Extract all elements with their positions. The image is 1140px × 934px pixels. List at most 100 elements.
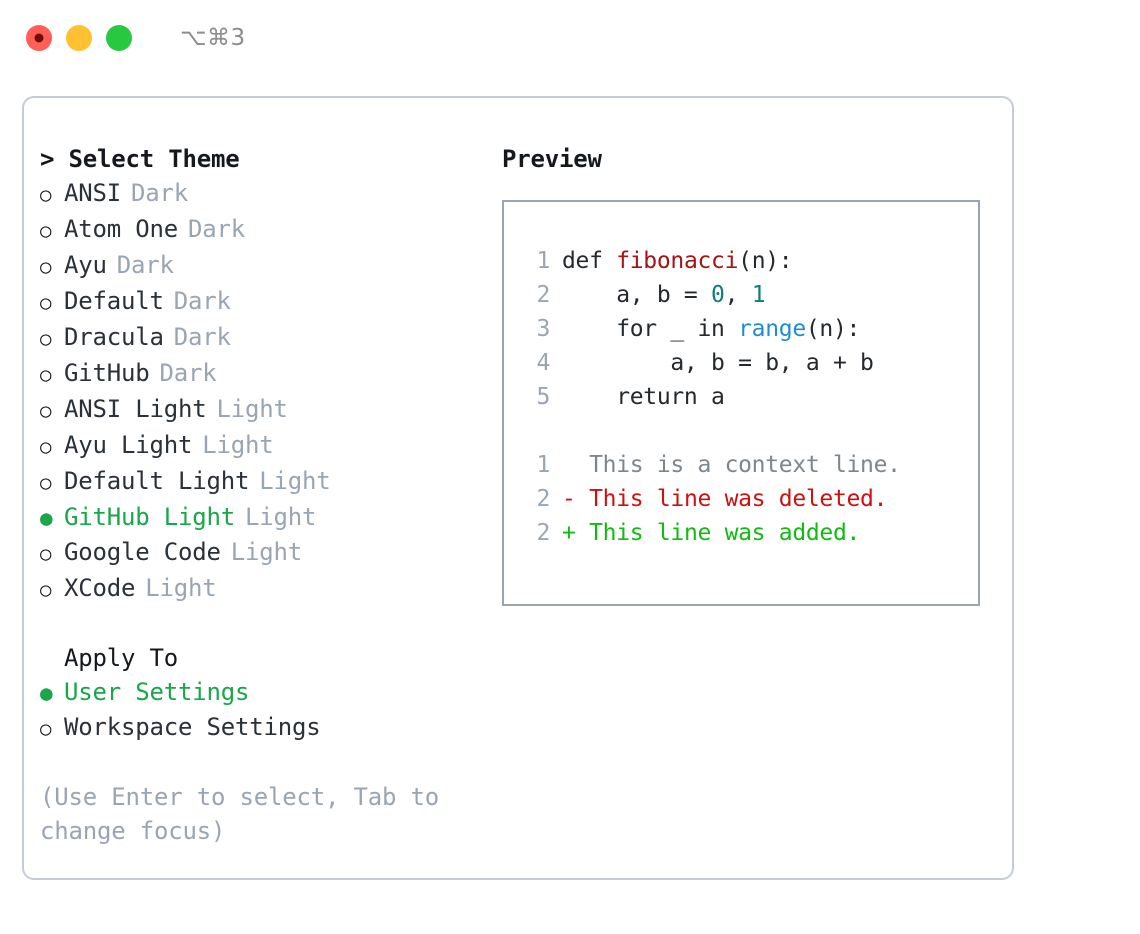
code-token: def xyxy=(562,248,617,274)
theme-variant-badge: Dark xyxy=(188,215,245,243)
theme-variant-badge: Dark xyxy=(159,359,217,387)
code-line: 1 def fibonacci(n): xyxy=(522,244,978,278)
diff-line-number: 1 xyxy=(536,452,550,478)
maximize-window-button[interactable] xyxy=(106,25,132,51)
theme-name-label: Atom One xyxy=(64,215,178,243)
titlebar: ⌥⌘3 xyxy=(0,0,1140,76)
radio-unselected-icon: ○ xyxy=(40,472,52,494)
theme-name-label: Default xyxy=(64,287,164,315)
radio-unselected-icon: ○ xyxy=(40,220,52,242)
radio-unselected-icon: ○ xyxy=(40,256,52,278)
radio-unselected-icon: ○ xyxy=(40,436,52,458)
code-token: a, b = xyxy=(562,282,712,308)
diff-line: 1 This is a context line. xyxy=(522,448,978,482)
theme-variant-badge: Dark xyxy=(131,179,188,207)
radio-unselected-icon: ○ xyxy=(40,579,52,601)
code-line: 4 a, b = b, a + b xyxy=(522,346,978,380)
theme-name-label: GitHub Light xyxy=(64,503,235,531)
radio-unselected-icon: ○ xyxy=(40,543,52,565)
code-token: (n): xyxy=(805,316,861,342)
diff-line-text: This line was deleted. xyxy=(589,486,888,512)
minimize-window-button[interactable] xyxy=(66,25,92,51)
theme-list-item[interactable]: ○ Ayu Dark xyxy=(40,248,502,284)
apply-to-label: User Settings xyxy=(64,678,250,706)
theme-variant-badge: Light xyxy=(245,503,317,531)
apply-to-option[interactable]: ○Workspace Settings xyxy=(40,710,502,746)
code-token: 1 xyxy=(751,282,766,308)
theme-list-item[interactable]: ○ Google Code Light xyxy=(40,535,502,571)
radio-unselected-icon: ○ xyxy=(40,292,52,314)
theme-list-item[interactable]: ○ Default Dark xyxy=(40,284,502,320)
keyboard-shortcut-label: ⌥⌘3 xyxy=(180,24,246,51)
code-diff-gap xyxy=(522,414,978,448)
theme-name-label: Ayu xyxy=(64,251,107,279)
radio-selected-icon: ● xyxy=(40,681,53,705)
radio-unselected-icon: ○ xyxy=(40,400,52,422)
theme-list-item[interactable]: ○ Default Light Light xyxy=(40,464,502,500)
radio-unselected-icon: ○ xyxy=(40,184,52,206)
line-number: 2 xyxy=(536,282,550,308)
line-number: 1 xyxy=(536,248,550,274)
diff-sample: 1 This is a context line.2- This line wa… xyxy=(522,448,978,550)
theme-list-item[interactable]: ● GitHub Light Light xyxy=(40,500,502,535)
radio-unselected-icon: ○ xyxy=(40,364,52,386)
diff-line-text: This line was added. xyxy=(589,520,861,546)
code-token: fibonacci xyxy=(616,248,739,274)
apply-to-header: Apply To xyxy=(64,644,178,672)
apply-to-option[interactable]: ● User Settings xyxy=(40,675,502,710)
line-number: 4 xyxy=(536,350,550,376)
apply-to-list[interactable]: ● User Settings ○Workspace Settings xyxy=(40,675,502,746)
diff-marker: + xyxy=(562,520,590,546)
theme-variant-badge: Light xyxy=(145,574,217,602)
select-theme-header: > Select Theme xyxy=(40,145,240,173)
code-line-text: def fibonacci(n): xyxy=(562,244,793,278)
apply-to-label: Workspace Settings xyxy=(64,713,321,741)
diff-marker: - xyxy=(562,486,590,512)
theme-name-label: GitHub xyxy=(64,359,150,387)
line-number: 5 xyxy=(536,384,550,410)
radio-unselected-icon: ○ xyxy=(40,328,52,350)
list-spacer xyxy=(40,607,502,641)
code-line: 5 return a xyxy=(522,380,978,414)
line-number: 3 xyxy=(536,316,550,342)
code-line-text: a, b = 0, 1 xyxy=(562,278,765,312)
theme-name-label: Default Light xyxy=(64,467,250,495)
code-line-text: a, b = b, a + b xyxy=(562,346,874,380)
theme-variant-badge: Light xyxy=(216,395,288,423)
theme-variant-badge: Light xyxy=(230,538,302,566)
theme-variant-badge: Light xyxy=(202,431,274,459)
theme-list-item[interactable]: ○ Ayu Light Light xyxy=(40,428,502,464)
theme-variant-badge: Dark xyxy=(173,323,231,351)
code-line-text: for _ in range(n): xyxy=(562,312,860,346)
theme-name-label: Google Code xyxy=(64,538,221,566)
keyboard-hint: (Use Enter to select, Tab to change focu… xyxy=(40,783,439,845)
radio-selected-icon: ● xyxy=(40,506,53,530)
theme-variant-badge: Light xyxy=(259,467,331,495)
theme-list-item[interactable]: ○ GitHub Dark xyxy=(40,356,502,392)
theme-variant-badge: Dark xyxy=(116,251,174,279)
diff-line-number: 2 xyxy=(536,520,550,546)
close-window-button[interactable] xyxy=(26,25,52,51)
code-line-text: return a xyxy=(562,380,725,414)
diff-line: 2 + This line was added. xyxy=(522,516,978,550)
code-token: 0 xyxy=(711,282,725,308)
diff-line-text: This is a context line. xyxy=(589,452,901,478)
diff-marker xyxy=(562,448,589,482)
theme-list-item[interactable]: ○ Atom One Dark xyxy=(40,212,502,248)
diff-line: 2- This line was deleted. xyxy=(522,482,978,516)
code-token: a, b = b, a + b xyxy=(562,350,874,376)
theme-name-label: Ayu Light xyxy=(64,431,193,459)
theme-variant-badge: Dark xyxy=(173,287,231,315)
diff-line-number: 2 xyxy=(536,486,550,512)
